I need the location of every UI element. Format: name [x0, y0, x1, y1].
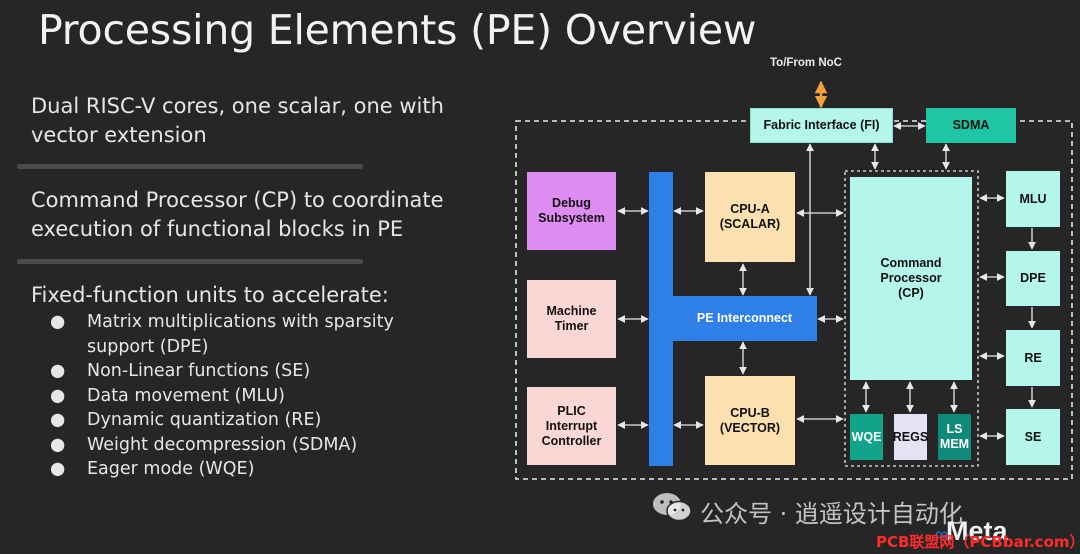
source-watermark: PCB联盟网（PCBbar.com） — [876, 533, 1080, 551]
fabric-interface-block: Fabric Interface (FI) — [750, 108, 893, 143]
noc-label: To/From NoC — [770, 57, 842, 69]
command-processor-block: Command Processor (CP) — [850, 177, 972, 380]
bullet-icon: ● — [50, 434, 66, 455]
page-title: Processing Elements (PE) Overview — [38, 6, 757, 54]
re-block: RE — [1006, 330, 1060, 386]
bullet-icon: ● — [50, 459, 66, 479]
sdma-block: SDMA — [926, 108, 1016, 143]
list-item: ●Weight decompression (SDMA) — [50, 433, 427, 458]
debug-subsystem-block: Debug Subsystem — [527, 172, 616, 250]
bullet-icon: ● — [50, 361, 66, 381]
bullet-icon: ● — [50, 385, 66, 406]
watermark-text: 公众号 · 逍遥设计自动化 — [700, 500, 963, 528]
bullet-icon: ● — [50, 312, 66, 332]
divider-1 — [17, 164, 363, 169]
machine-timer-block: Machine Timer — [527, 280, 616, 358]
ls-mem-block: LS MEM — [938, 414, 971, 460]
cpu-a-block: CPU-A (SCALAR) — [705, 172, 795, 262]
list-item: ●Data movement (MLU) — [50, 384, 427, 409]
divider-2 — [17, 259, 363, 264]
regs-block: REGS — [893, 414, 928, 460]
interconnect-bus — [649, 172, 673, 466]
mlu-block: MLU — [1006, 171, 1060, 227]
pe-interconnect-block: PE Interconnect — [672, 296, 817, 341]
list-item: ●Dynamic quantization (RE) — [50, 408, 427, 433]
list-item: ●Eager mode (WQE) — [50, 457, 427, 482]
pe-boundary — [515, 120, 1073, 480]
dpe-block: DPE — [1006, 251, 1060, 306]
cpu-b-block: CPU-B (VECTOR) — [705, 376, 795, 465]
cp-description: Command Processor (CP) to coordinate exe… — [31, 188, 444, 241]
wqe-block: WQE — [850, 414, 883, 460]
bullet-icon: ● — [50, 410, 66, 430]
cp-group-boundary — [844, 170, 979, 467]
cpu-description: Dual RISC-V cores, one scalar, one with … — [31, 94, 444, 147]
plic-block: PLIC Interrupt Controller — [527, 387, 616, 465]
se-block: SE — [1006, 409, 1060, 465]
meta-logo-icon: ∞ — [935, 524, 948, 544]
list-item: ●Non-Linear functions (SE) — [50, 359, 427, 384]
meta-logo: Meta — [946, 516, 1008, 546]
fixed-function-list: ●Matrix multiplications with sparsity su… — [50, 310, 427, 482]
wechat-icon — [653, 493, 692, 522]
list-item: ●Matrix multiplications with sparsity su… — [50, 312, 394, 357]
fixed-function-heading: Fixed-function units to accelerate: — [31, 283, 389, 307]
